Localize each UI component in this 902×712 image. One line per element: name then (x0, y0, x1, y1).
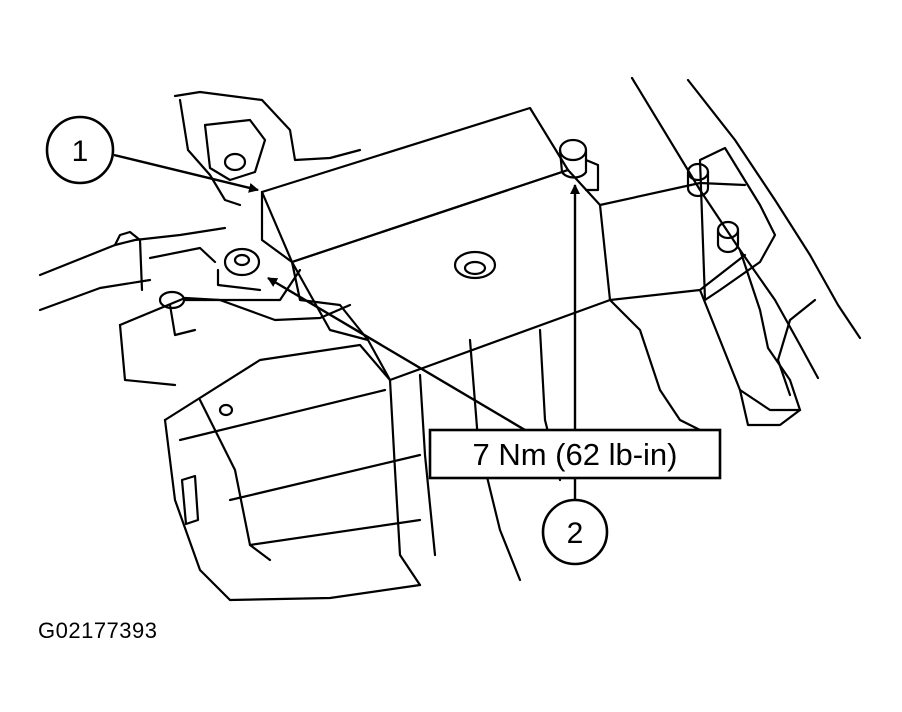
torque-spec-box: 7 Nm (62 lb-in) (428, 428, 722, 480)
callout-2-label: 2 (567, 517, 584, 550)
vehicle-structure-drawing (38, 76, 862, 602)
leader-arrows (113, 153, 580, 500)
callout-2: 2 (541, 498, 609, 566)
callout-1-label: 1 (72, 135, 89, 168)
figure-code: G02177393 (38, 618, 158, 643)
arrow-torque-to-bolt (267, 276, 526, 432)
torque-spec-label: 7 Nm (62 lb-in) (473, 437, 678, 472)
arrow-callout-1 (113, 153, 259, 193)
callout-1: 1 (45, 115, 115, 185)
